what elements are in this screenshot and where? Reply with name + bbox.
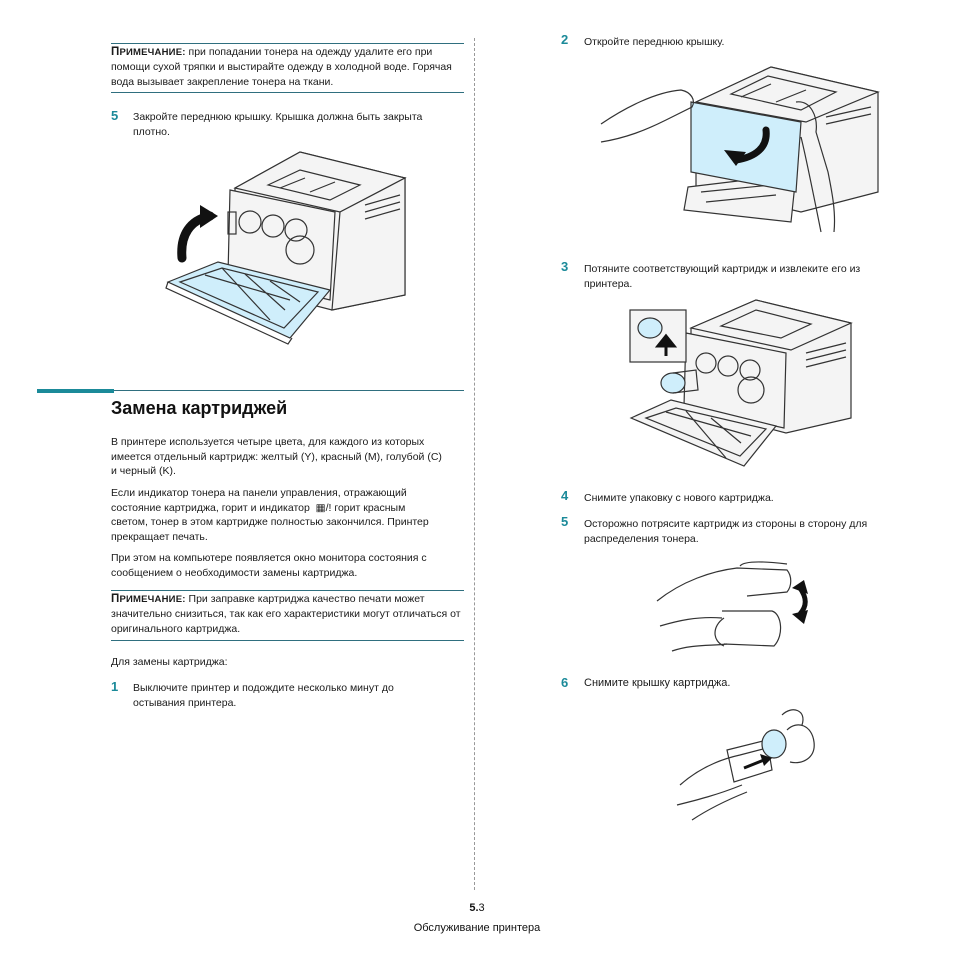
paragraph-monitor: При этом на компьютере появляется окно м… [111, 552, 427, 579]
note-refill: ПРИМЕЧАНИЕ: При заправке картриджа качес… [111, 593, 461, 635]
section-title: Замена картриджей [111, 398, 288, 418]
printer-close-cover-illustration [165, 151, 407, 345]
printer-remove-cartridge-illustration [629, 299, 853, 467]
remove-cap-illustration [676, 709, 815, 821]
toner-indicator-icon: ▦/! [315, 501, 332, 514]
step-number: 6 [561, 675, 569, 690]
paragraph-indicator: Если индикатор тонера на панели управлен… [111, 487, 429, 543]
note-top-rule [111, 43, 464, 44]
note-label: ПРИМЕЧАНИЕ: [111, 593, 186, 605]
step-text: Закройте переднюю крышку. Крышка должна … [133, 111, 423, 138]
shake-cartridge-illustration [656, 561, 808, 652]
step-number: 3 [561, 259, 569, 274]
paragraph-colors: В принтере используется четыре цвета, дл… [111, 436, 442, 477]
printer-open-cover-illustration [600, 66, 880, 233]
section-rule [114, 390, 464, 391]
note-top: ПРИМЕЧАНИЕ: при попадании тонера на одеж… [111, 46, 452, 88]
note-label: ПРИМЕЧАНИЕ: [111, 46, 186, 58]
chapter-title: Обслуживание принтера [413, 922, 541, 934]
step-text: Осторожно потрясите картридж из стороны … [584, 518, 868, 545]
step-text: Откройте переднюю крышку. [584, 36, 725, 48]
note-refill-top-rule [111, 590, 464, 591]
step-text: Снимите упаковку с нового картриджа. [584, 492, 774, 504]
page-number: 5.3 [469, 902, 485, 914]
step-number: 1 [111, 679, 119, 694]
column-divider [474, 38, 475, 890]
step-text: Снимите крышку картриджа. [584, 677, 731, 689]
step-text: Потяните соответствующий картридж и извл… [584, 263, 861, 290]
section-bar [37, 389, 114, 393]
step-number: 4 [561, 488, 569, 503]
step-number: 2 [561, 32, 569, 47]
step-text: Выключите принтер и подождите несколько … [133, 682, 394, 709]
note-top-bottom-rule [111, 92, 464, 93]
step-number: 5 [561, 514, 569, 529]
intro-text: Для замены картриджа: [111, 656, 228, 668]
note-refill-bottom-rule [111, 640, 464, 641]
step-number: 5 [111, 108, 119, 123]
